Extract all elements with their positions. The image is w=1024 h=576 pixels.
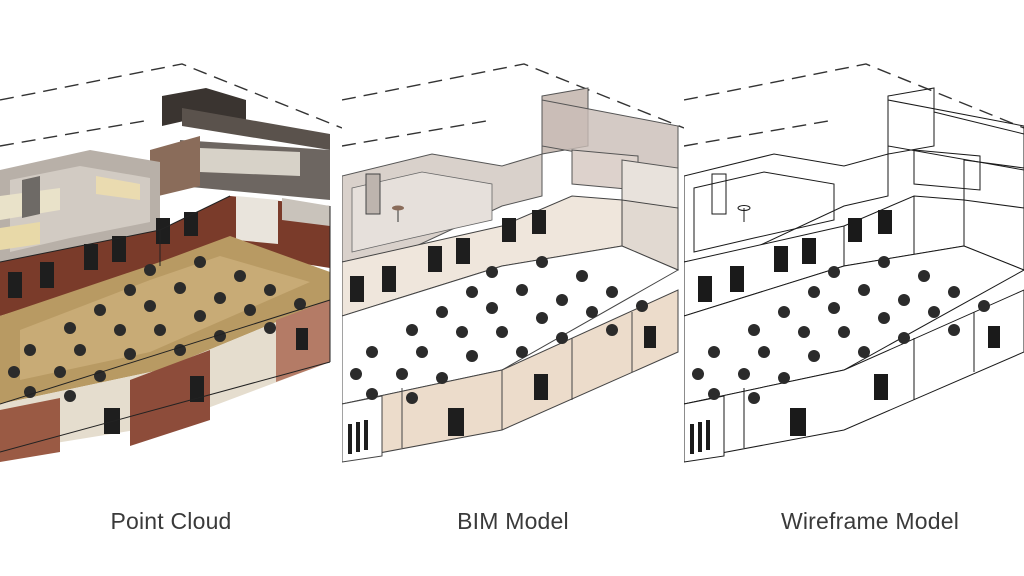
caption-wireframe-model: Wireframe Model	[780, 508, 960, 534]
structure-lines	[0, 195, 331, 453]
wireframe-model-render	[684, 63, 1024, 463]
front-wall	[0, 300, 330, 462]
back-wall-brick	[0, 196, 330, 316]
upper-corridor-block	[887, 87, 1024, 223]
windows	[8, 212, 308, 434]
roof-outline-dashed	[684, 63, 1024, 147]
floor-point-cloud	[0, 236, 330, 404]
windows	[690, 210, 1000, 454]
roof-outline-dashed	[0, 63, 342, 147]
windows	[348, 210, 656, 454]
point-cloud-model-render	[0, 63, 342, 462]
bim-model-render	[342, 63, 684, 463]
caption-bim-model: BIM Model	[457, 508, 569, 534]
ceiling-zone	[342, 153, 543, 263]
floor	[684, 245, 1024, 405]
furniture-tables	[350, 256, 648, 404]
floor	[342, 245, 680, 405]
furniture-tables	[8, 256, 306, 402]
caption-point-cloud: Point Cloud	[110, 508, 232, 534]
roof-outline-dashed	[342, 63, 684, 147]
upper-corridor-block	[150, 88, 330, 200]
ceiling-zone	[0, 150, 160, 262]
furniture-tables	[692, 256, 990, 404]
